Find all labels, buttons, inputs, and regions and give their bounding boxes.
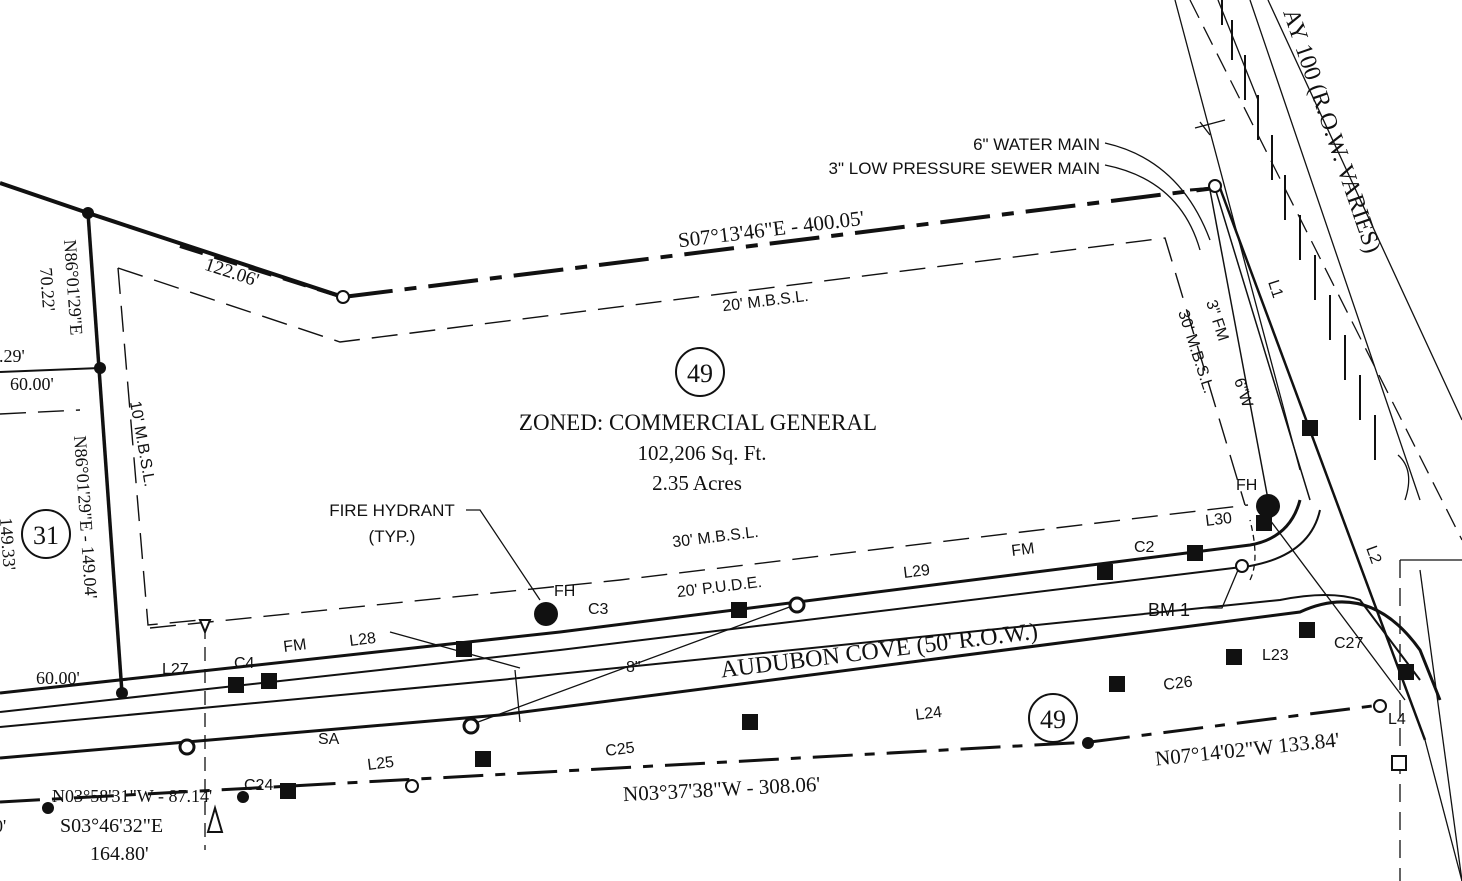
line-l25: L25 bbox=[366, 754, 395, 774]
highway-corridor bbox=[1174, 0, 1462, 881]
setback-south: 30' M.B.S.L. bbox=[671, 524, 759, 551]
sa-label: SA bbox=[318, 731, 340, 748]
iron-pin bbox=[42, 802, 54, 814]
curve-c3: C3 bbox=[588, 601, 609, 618]
iron-pin bbox=[94, 362, 106, 374]
line-l27: L27 bbox=[162, 661, 189, 678]
fire-hydrant-label: FIRE HYDRANT bbox=[329, 501, 455, 520]
dist-left-c: 60.00' bbox=[36, 668, 80, 688]
marker-square bbox=[280, 783, 296, 799]
highway-label: AY 100 (R.O.W. VARIES) bbox=[1277, 5, 1385, 256]
lot-31-number: 31 bbox=[33, 521, 59, 550]
lot-49-south-number: 49 bbox=[1040, 705, 1066, 734]
setback-west: 10' M.B.S.L. bbox=[126, 400, 158, 488]
dist-left-d: 149.33' bbox=[0, 517, 20, 571]
fire-hydrant-icon bbox=[1256, 494, 1280, 518]
fm-label-2: FM bbox=[1010, 540, 1035, 560]
curve-c2: C2 bbox=[1134, 539, 1155, 556]
bearing-west-vertical: N86°01'29"E bbox=[60, 239, 87, 336]
dist-left-b: 60.00' bbox=[10, 374, 54, 394]
marker-square bbox=[1187, 545, 1203, 561]
bm-label: BM 1 bbox=[1148, 600, 1190, 620]
lot-49-boundary bbox=[0, 181, 1249, 694]
manhole-icon bbox=[178, 738, 196, 756]
marker-square bbox=[261, 673, 277, 689]
line-l4: L4 bbox=[1388, 711, 1406, 728]
open-pin bbox=[336, 290, 350, 304]
fire-hydrant-typ: (TYP.) bbox=[369, 527, 416, 546]
dist-left-a: 6.29' bbox=[0, 346, 25, 366]
line-l29: L29 bbox=[902, 562, 931, 582]
survey-monuments bbox=[42, 179, 1414, 833]
iron-pin bbox=[116, 687, 128, 699]
pipe-8-label: 8" bbox=[626, 659, 641, 676]
marker-square bbox=[475, 751, 491, 767]
fire-hydrant-icon bbox=[534, 602, 558, 626]
marker-square bbox=[1226, 649, 1242, 665]
marker-square bbox=[1097, 564, 1113, 580]
curve-c25: C25 bbox=[604, 740, 635, 760]
labels: 49 ZONED: COMMERCIAL GENERAL 102,206 Sq.… bbox=[0, 5, 1406, 865]
line-l24: L24 bbox=[914, 704, 943, 724]
line-l30: L30 bbox=[1204, 510, 1233, 530]
open-pin bbox=[1235, 559, 1249, 573]
iron-pin bbox=[237, 791, 249, 803]
marker-square bbox=[1299, 622, 1315, 638]
marker-square bbox=[742, 714, 758, 730]
marker-square bbox=[1256, 515, 1272, 531]
manhole-icon bbox=[788, 596, 806, 614]
highway-hatching bbox=[1221, 0, 1376, 460]
lot-49-circle bbox=[675, 347, 725, 397]
water-size-label: 6"W bbox=[1230, 376, 1256, 410]
marker-square bbox=[1302, 420, 1318, 436]
fm-label: FM bbox=[282, 636, 307, 656]
marker-square bbox=[456, 641, 472, 657]
curve-c4: C4 bbox=[234, 655, 255, 672]
sewer-structure-icon bbox=[198, 619, 224, 833]
open-pin bbox=[1208, 179, 1222, 193]
leader-lines bbox=[466, 142, 1239, 609]
open-pin bbox=[1373, 699, 1387, 713]
water-main-label: 6" WATER MAIN bbox=[973, 135, 1100, 154]
iron-pin bbox=[1082, 737, 1094, 749]
curve-c27: C27 bbox=[1334, 635, 1363, 652]
marker-square bbox=[1109, 676, 1125, 692]
fm-size-label: 3" FM bbox=[1202, 298, 1231, 343]
curve-c24: C24 bbox=[244, 777, 273, 794]
pude: 20' P.U.D.E. bbox=[676, 574, 763, 601]
marker-square bbox=[1398, 664, 1414, 680]
lot-49-number: 49 bbox=[687, 359, 713, 388]
fh-label-east: FH bbox=[1236, 477, 1257, 494]
line-l2: L2 bbox=[1362, 544, 1384, 567]
manhole-icon bbox=[462, 717, 480, 735]
bearing-west-vertical2: N86°01'29"E - 149.04' bbox=[70, 435, 101, 600]
sewer-main-label: 3" LOW PRESSURE SEWER MAIN bbox=[829, 159, 1100, 178]
fh-label: FH bbox=[554, 583, 575, 600]
iron-pin bbox=[82, 207, 94, 219]
bearing-west-vertical-dist: 70.22' bbox=[36, 267, 59, 312]
lot-31-circle bbox=[21, 509, 71, 559]
lot-area-sqft: 102,206 Sq. Ft. bbox=[638, 441, 767, 465]
marker-square bbox=[1391, 755, 1407, 771]
marker-square bbox=[731, 602, 747, 618]
dist-left-e: 0' bbox=[0, 816, 6, 836]
bearing-sw-line: N03°58'31"W - 87.14' bbox=[52, 786, 212, 806]
line-l23: L23 bbox=[1262, 647, 1289, 664]
marker-square bbox=[228, 677, 244, 693]
lot-area-acres: 2.35 Acres bbox=[652, 471, 742, 495]
bearing-south-east: N07°14'02"W 133.84' bbox=[1154, 727, 1341, 770]
lot-zoning: ZONED: COMMERCIAL GENERAL bbox=[519, 410, 877, 435]
line-l1: L1 bbox=[1264, 278, 1286, 300]
bearing-south-line: N03°37'38"W - 308.06' bbox=[622, 772, 820, 806]
line-l28: L28 bbox=[348, 630, 377, 650]
open-pin bbox=[405, 779, 419, 793]
bearing-sw-dist: 164.80' bbox=[90, 843, 149, 865]
curve-c26: C26 bbox=[1162, 674, 1193, 694]
audubon-cove-road bbox=[0, 187, 1462, 881]
lot-49-south-circle bbox=[1028, 693, 1078, 743]
bearing-sw-line2: S03°46'32"E bbox=[60, 815, 163, 837]
